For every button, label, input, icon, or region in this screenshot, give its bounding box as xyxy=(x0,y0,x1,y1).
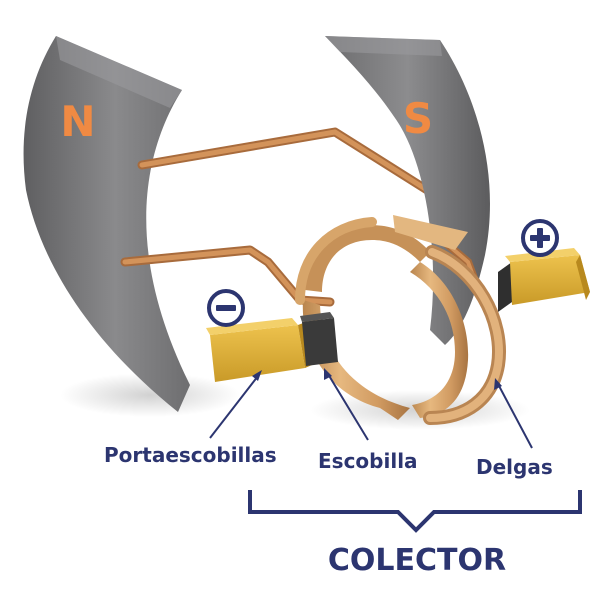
brush xyxy=(300,312,338,366)
negative-terminal-icon xyxy=(207,289,245,327)
collector-label: COLECTOR xyxy=(328,543,506,578)
brush-label: Escobilla xyxy=(318,449,418,473)
south-pole-label: S xyxy=(403,94,433,143)
right-brush-holder xyxy=(498,248,590,312)
brush-arrow xyxy=(327,373,369,441)
north-magnet: N xyxy=(23,36,191,412)
segments-arrow xyxy=(497,383,533,449)
brush-holder-arrow xyxy=(209,375,259,439)
positive-terminal-icon xyxy=(521,219,559,257)
segments-label: Delgas xyxy=(476,455,553,479)
north-pole-label: N xyxy=(60,97,95,146)
brush-holder-label: Portaescobillas xyxy=(104,443,277,467)
south-magnet: S xyxy=(325,36,490,345)
callout-arrows xyxy=(209,368,533,449)
collector-bracket xyxy=(248,490,582,533)
